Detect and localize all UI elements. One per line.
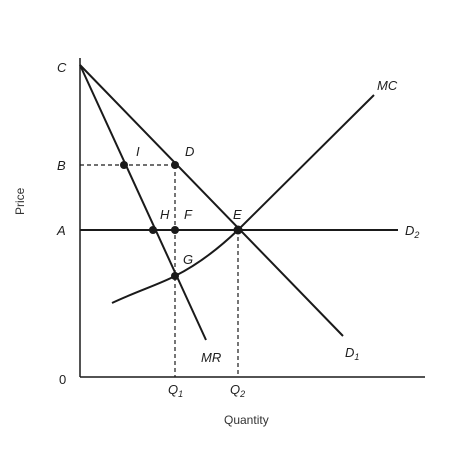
point-g [171,272,179,280]
label-g: G [183,252,193,267]
y-label-b: B [57,158,66,173]
label-h: H [160,207,170,222]
y-axis-title: Price [13,187,27,215]
point-e [233,225,243,235]
x-axis-title: Quantity [224,413,269,427]
point-d [171,161,179,169]
point-i [120,161,128,169]
point-h [149,226,157,234]
label-i: I [136,144,140,159]
y-label-c: C [57,60,67,75]
mr-label: MR [201,350,221,365]
d1-label: D1 [345,345,359,362]
y-label-a: A [56,223,66,238]
mc-label: MC [377,78,398,93]
point-f [171,226,179,234]
x-label-q1: Q1 [168,382,183,399]
mc-curve [111,94,375,304]
origin-label: 0 [59,372,66,387]
label-e: E [233,207,242,222]
label-f: F [184,207,193,222]
x-label-q2: Q2 [230,382,245,399]
d2-label: D2 [405,223,419,240]
demand-curve-d1 [79,64,344,337]
mr-curve [79,64,207,341]
label-d: D [185,144,194,159]
